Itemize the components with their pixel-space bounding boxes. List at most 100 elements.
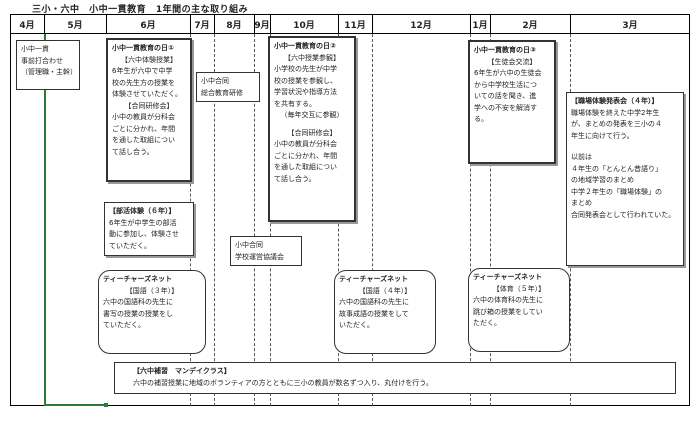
header-divider — [214, 14, 215, 34]
month-divider — [214, 34, 215, 406]
month-apr: 4月 — [19, 20, 35, 31]
header-divider — [106, 14, 107, 34]
day3-body: る。 — [474, 115, 488, 123]
month-jan: 1月 — [472, 20, 488, 31]
unified-day-3-box: 小中一貫教育の日③ 【生徒会交流】 6年生が六中の生徒会 から中学校生活につ い… — [468, 40, 556, 164]
day2-note: （毎年交互に参観） — [280, 111, 344, 119]
teachers-net-box-1: ティーチャーズネット 【国語（３年）】 六中の国語科の先生に 書写の授業の授業を… — [98, 270, 206, 354]
day1-sub1: 【六中体験授業】 — [121, 55, 177, 64]
general-line: 総合教育研修 — [201, 88, 243, 97]
month-divider — [490, 34, 491, 406]
prep-line: 事前打合わせ — [21, 56, 63, 65]
day2-body: て話し合う。 — [274, 174, 316, 183]
header-divider — [490, 14, 491, 34]
day2-sub2: 【合同研修会】 — [287, 128, 337, 137]
month-divider — [254, 34, 255, 406]
club-body: 動に参加し、体験させ — [109, 230, 179, 238]
day1-title: 小中一貫教育の日① — [112, 44, 174, 52]
career-body2: 合同発表会として行われていた。 — [571, 210, 676, 219]
general-line: 小中合同 — [201, 77, 229, 85]
header-divider — [338, 14, 339, 34]
day2-sub1: 【六中授業参観】 — [284, 53, 340, 62]
month-divider — [372, 34, 373, 406]
day1-body: 小中の教員が分科会 — [112, 113, 175, 121]
tn1-body: 六中の国語科の先生に — [103, 298, 173, 306]
career-body2: の地域学習のまとめ — [571, 176, 634, 184]
monday-class-box: 【六中補習 マンデイクラス】 六中の補習授業に地域のボランティアの方とともに三小… — [114, 362, 676, 394]
school-council-box: 小中合同 学校運営協議会 — [230, 236, 302, 266]
day1-body: て話し合う。 — [112, 147, 154, 156]
tn3-body: 跳び箱の授業をしてい — [473, 307, 543, 316]
month-divider — [470, 34, 471, 406]
month-dec: 12月 — [410, 20, 432, 31]
page-title: 三小・六中 小中一貫教育 1年間の主な取り組み — [32, 2, 254, 15]
prep-line: （管理職・主幹） — [21, 68, 77, 76]
green-period-line — [44, 34, 106, 406]
month-aug: 8月 — [226, 20, 242, 31]
header-divider — [570, 14, 571, 34]
title-school: 三小・六中 — [32, 5, 80, 15]
day2-body: 小学校の先生が中学 — [274, 65, 337, 73]
header-divider — [44, 14, 45, 34]
day2-body: 小中の教員が分科会 — [274, 140, 337, 148]
tn2-sub: 【国語（４年）】 — [358, 286, 412, 295]
career-title: 【職場体験発表会（４年）】 — [571, 97, 659, 105]
month-mar: 3月 — [622, 20, 638, 31]
club-body: ていただく。 — [109, 241, 151, 250]
header-divider — [190, 14, 191, 34]
title-program: 小中一貫教育 — [89, 5, 147, 15]
career-presentation-box: 【職場体験発表会（４年）】 職場体験を終えた中学2年生 が、まとめの発表を三小の… — [566, 92, 684, 266]
council-line: 小中合同 — [235, 241, 263, 249]
prep-meeting-box: 小中一貫 事前打合わせ （管理職・主幹） — [16, 40, 80, 90]
header-divider — [470, 14, 471, 34]
career-body2: 以前は — [571, 153, 592, 161]
tn2-body: いただく。 — [339, 321, 374, 329]
tn1-body: ていただく。 — [103, 321, 145, 329]
day3-body: いての話を聞き、進 — [474, 92, 537, 100]
month-feb: 2月 — [522, 20, 538, 31]
month-sep: 9月 — [254, 20, 270, 31]
tn3-sub: 【体育（５年）】 — [492, 284, 546, 293]
career-body: が、まとめの発表を三小の４ — [571, 120, 662, 128]
day1-body: 校の先生方の授業を — [112, 78, 175, 87]
day2-body: を共有する。 — [274, 99, 316, 108]
day1-body: を通した取組につい — [112, 136, 175, 144]
career-body2: まとめ — [571, 199, 592, 207]
day2-title: 小中一貫教育の日② — [274, 42, 336, 50]
career-body2: ４年生の「とんとん昔語り」 — [571, 164, 662, 173]
day2-body: 学習状況や指導方法 — [274, 88, 337, 96]
day1-body: 6年生が六中で中学 — [112, 67, 173, 75]
prep-line: 小中一貫 — [21, 45, 49, 53]
day2-body: を通した取組につい — [274, 163, 337, 171]
tn2-title: ティーチャーズネット — [339, 275, 409, 283]
career-body: 年生に向けて行う。 — [571, 131, 634, 140]
month-header-row: 4月 5月 6月 7月 8月 9月 10月 11月 12月 1月 2月 3月 — [10, 14, 690, 34]
teachers-net-box-3: ティーチャーズネット 【体育（５年）】 六中の体育科の先生に 跳び箱の授業をして… — [468, 268, 570, 352]
month-oct: 10月 — [293, 20, 315, 31]
day3-body: 学への不安を解消す — [474, 103, 537, 112]
tutor-title: 【六中補習 マンデイクラス】 — [133, 367, 231, 375]
green-period-marker — [104, 403, 108, 407]
day3-sub1: 【生徒会交流】 — [487, 57, 537, 66]
career-body: 職場体験を終えた中学2年生 — [571, 108, 660, 117]
schedule-frame — [10, 14, 690, 406]
month-jun: 6月 — [140, 20, 156, 31]
tn1-body: 書写の授業の授業をし — [103, 309, 173, 318]
header-divider — [254, 14, 255, 34]
day2-body: 校の授業を参観し、 — [274, 76, 337, 85]
day2-body: ごとに分かれ、年間 — [274, 151, 338, 160]
month-jul: 7月 — [194, 20, 210, 31]
day3-body: から中学校生活につ — [474, 80, 537, 89]
day3-body: 6年生が六中の生徒会 — [474, 69, 542, 77]
day1-body: ごとに分かれ、年間 — [112, 124, 176, 133]
unified-day-1-box: 小中一貫教育の日① 【六中体験授業】 6年生が六中で中学 校の先生方の授業を 体… — [106, 38, 192, 182]
club-experience-box: 【部活体験（６年）】 6年生が中学生の部活 動に参加し、体験させ ていただく。 — [104, 202, 194, 256]
tn1-title: ティーチャーズネット — [103, 275, 173, 283]
council-line: 学校運営協議会 — [235, 252, 284, 261]
day1-sub2: 【合同研修会】 — [124, 101, 174, 110]
club-title: 【部活体験（６年）】 — [109, 207, 176, 215]
spacer — [571, 142, 679, 152]
unified-day-2-box: 小中一貫教育の日② 【六中授業参観】 小学校の先生が中学 校の授業を参観し、 学… — [268, 36, 356, 222]
career-body2: 中学２年生の「職場体験」の — [571, 187, 662, 196]
tn2-body: 六中の国語科の先生に — [339, 298, 409, 306]
